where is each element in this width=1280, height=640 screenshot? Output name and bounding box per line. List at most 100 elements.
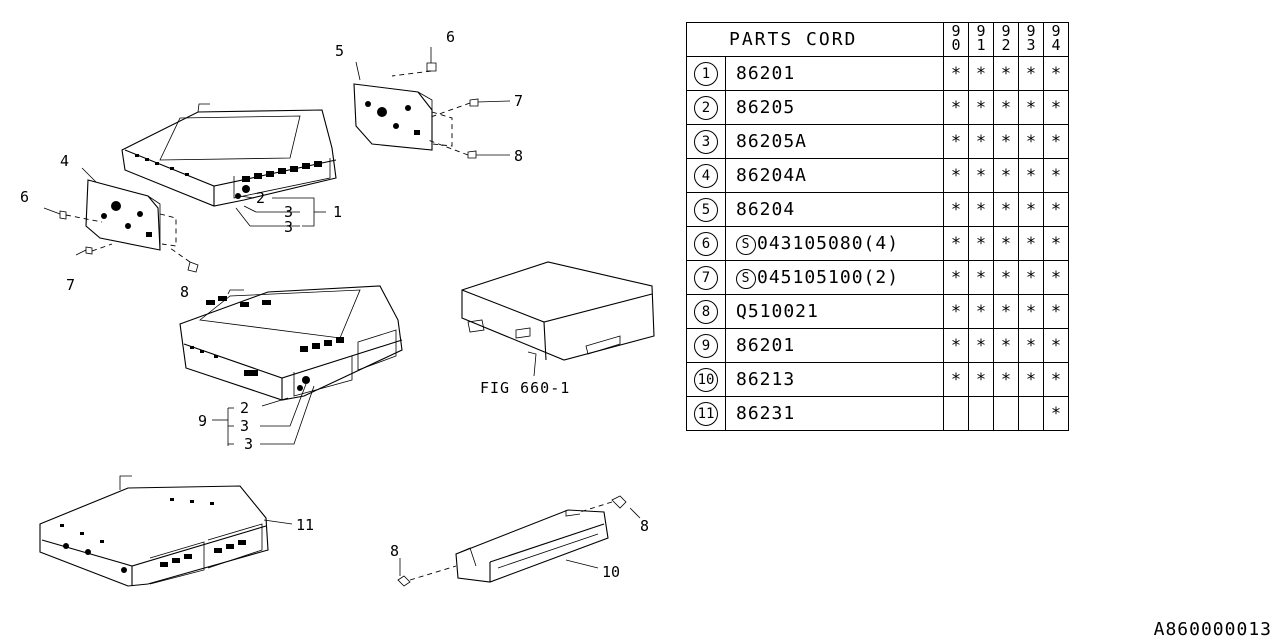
callout-11: 11	[296, 516, 314, 534]
year-header: 93	[1018, 22, 1044, 57]
callout-3: 3	[284, 203, 293, 221]
row-index: 4	[686, 158, 726, 193]
year-mark: *	[1018, 158, 1044, 193]
year-mark: *	[943, 362, 969, 397]
year-mark: *	[968, 328, 994, 363]
part-code: 86205	[736, 97, 796, 118]
part-code: 86204	[736, 199, 796, 220]
year-mark: *	[1043, 124, 1069, 159]
year-mark: *	[993, 192, 1019, 227]
year-mark: *	[968, 56, 994, 91]
part-code-cell: 86205	[725, 90, 944, 125]
year-header: 92	[993, 22, 1019, 57]
exploded-parts-diagram: 1 2 3 3 4 5 6 6 7 7 8 8 8 8 9 2 3 3 10 1…	[20, 28, 655, 587]
row-index: 7	[686, 260, 726, 295]
part-code: 86204A	[736, 165, 808, 186]
year-mark: *	[1043, 192, 1069, 227]
part-code: 043105080(4)	[757, 232, 900, 254]
part-code: 045105100(2)	[757, 266, 900, 288]
year-header: 94	[1043, 22, 1069, 57]
row-index: 3	[686, 124, 726, 159]
callout-8: 8	[514, 147, 523, 165]
year-mark: *	[943, 124, 969, 159]
callout-9: 9	[198, 412, 207, 430]
part-code-cell: 86205A	[725, 124, 944, 159]
callout-2: 2	[240, 399, 249, 417]
year-mark	[1018, 396, 1044, 431]
standard-part-icon: S	[736, 268, 756, 289]
year-mark: *	[943, 90, 969, 125]
year-mark: *	[993, 226, 1019, 261]
year-mark: *	[943, 56, 969, 91]
document-code: A860000013	[1153, 619, 1272, 640]
year-header: 91	[968, 22, 994, 57]
callout-7: 7	[514, 92, 523, 110]
radio-unit-1	[121, 103, 337, 207]
part-code: 86201	[736, 63, 796, 84]
year-mark: *	[1018, 56, 1044, 91]
year-mark: *	[993, 260, 1019, 295]
table-header-row: PARTS CORD 90 91 92 93 94	[686, 22, 1069, 57]
bracket-right-5	[353, 47, 511, 159]
callout-8: 8	[640, 517, 649, 535]
callout-6: 6	[20, 188, 29, 206]
year-mark: *	[968, 294, 994, 329]
part-code: Q510021	[736, 301, 819, 322]
row-index: 1	[686, 56, 726, 91]
row-index: 10	[686, 362, 726, 397]
year-mark: *	[1018, 260, 1044, 295]
part-code-cell: 86201	[725, 328, 944, 363]
storage-pocket	[461, 261, 655, 377]
part-code: 86205A	[736, 131, 808, 152]
part-code: 86201	[736, 335, 796, 356]
year-mark: *	[968, 124, 994, 159]
year-mark: *	[1043, 56, 1069, 91]
row-index: 6	[686, 226, 726, 261]
part-code-cell: Q510021	[725, 294, 944, 329]
year-mark: *	[1018, 294, 1044, 329]
year-mark: *	[1043, 362, 1069, 397]
year-mark: *	[968, 158, 994, 193]
year-mark: *	[968, 260, 994, 295]
index-circle: 7	[694, 265, 718, 290]
index-circle: 9	[694, 333, 718, 358]
callout-6: 6	[446, 28, 455, 46]
index-circle: 3	[694, 129, 718, 154]
index-circle: 11	[694, 401, 718, 426]
figure-reference: FIG 660-1	[480, 379, 570, 397]
parts-code-header: PARTS CORD	[686, 22, 944, 57]
leader-lines	[81, 61, 641, 569]
year-mark: *	[1043, 396, 1069, 431]
row-index: 2	[686, 90, 726, 125]
year-mark: *	[993, 124, 1019, 159]
callout-4: 4	[60, 152, 69, 170]
year-mark: *	[1043, 90, 1069, 125]
year-mark: *	[993, 158, 1019, 193]
callout-8: 8	[390, 542, 399, 560]
part-code-cell: 86201	[725, 56, 944, 91]
callout-3: 3	[244, 435, 253, 453]
year-mark: *	[943, 328, 969, 363]
year-mark: *	[943, 260, 969, 295]
year-mark: *	[1018, 90, 1044, 125]
index-circle: 2	[694, 95, 718, 120]
year-mark: *	[1043, 226, 1069, 261]
row-index: 9	[686, 328, 726, 363]
index-circle: 6	[694, 231, 718, 256]
year-mark: *	[1043, 260, 1069, 295]
year-mark	[968, 396, 994, 431]
callout-3: 3	[240, 417, 249, 435]
year-mark: *	[1018, 226, 1044, 261]
year-mark: *	[1018, 328, 1044, 363]
index-circle: 4	[694, 163, 718, 188]
